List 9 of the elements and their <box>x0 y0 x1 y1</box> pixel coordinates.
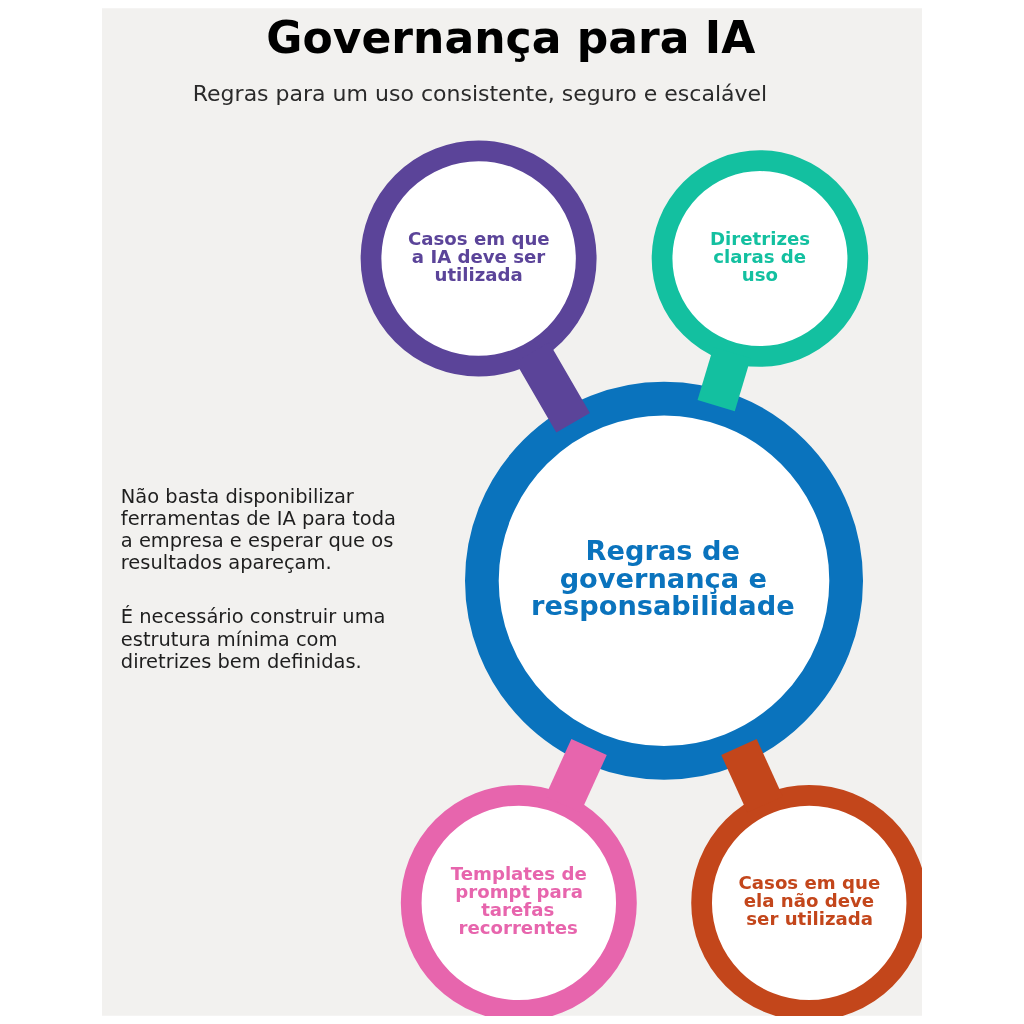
diagram-title: Governança para IA <box>266 11 756 63</box>
node-circle: Regras de governança e responsabilidade <box>465 381 863 780</box>
label: É necessário construir uma estrutura mínima com diretrizes bem definidas. <box>120 605 386 673</box>
label: Regras para um uso consistente, seguro e escalável <box>192 80 768 106</box>
node-circle: Templates de prompt para tarefas recorrentes <box>400 784 637 1016</box>
node-circle: Casos em que ela não deve ser utilizada <box>691 784 922 1016</box>
node-circle: Diretrizes claras de uso <box>651 150 869 367</box>
node-circle: Casos em que a IA deve ser utilizada <box>360 140 597 377</box>
label: Não basta disponibilizar ferramentas de IA para toda a empresa e esperar que os resultados apareçam. <box>120 484 396 575</box>
